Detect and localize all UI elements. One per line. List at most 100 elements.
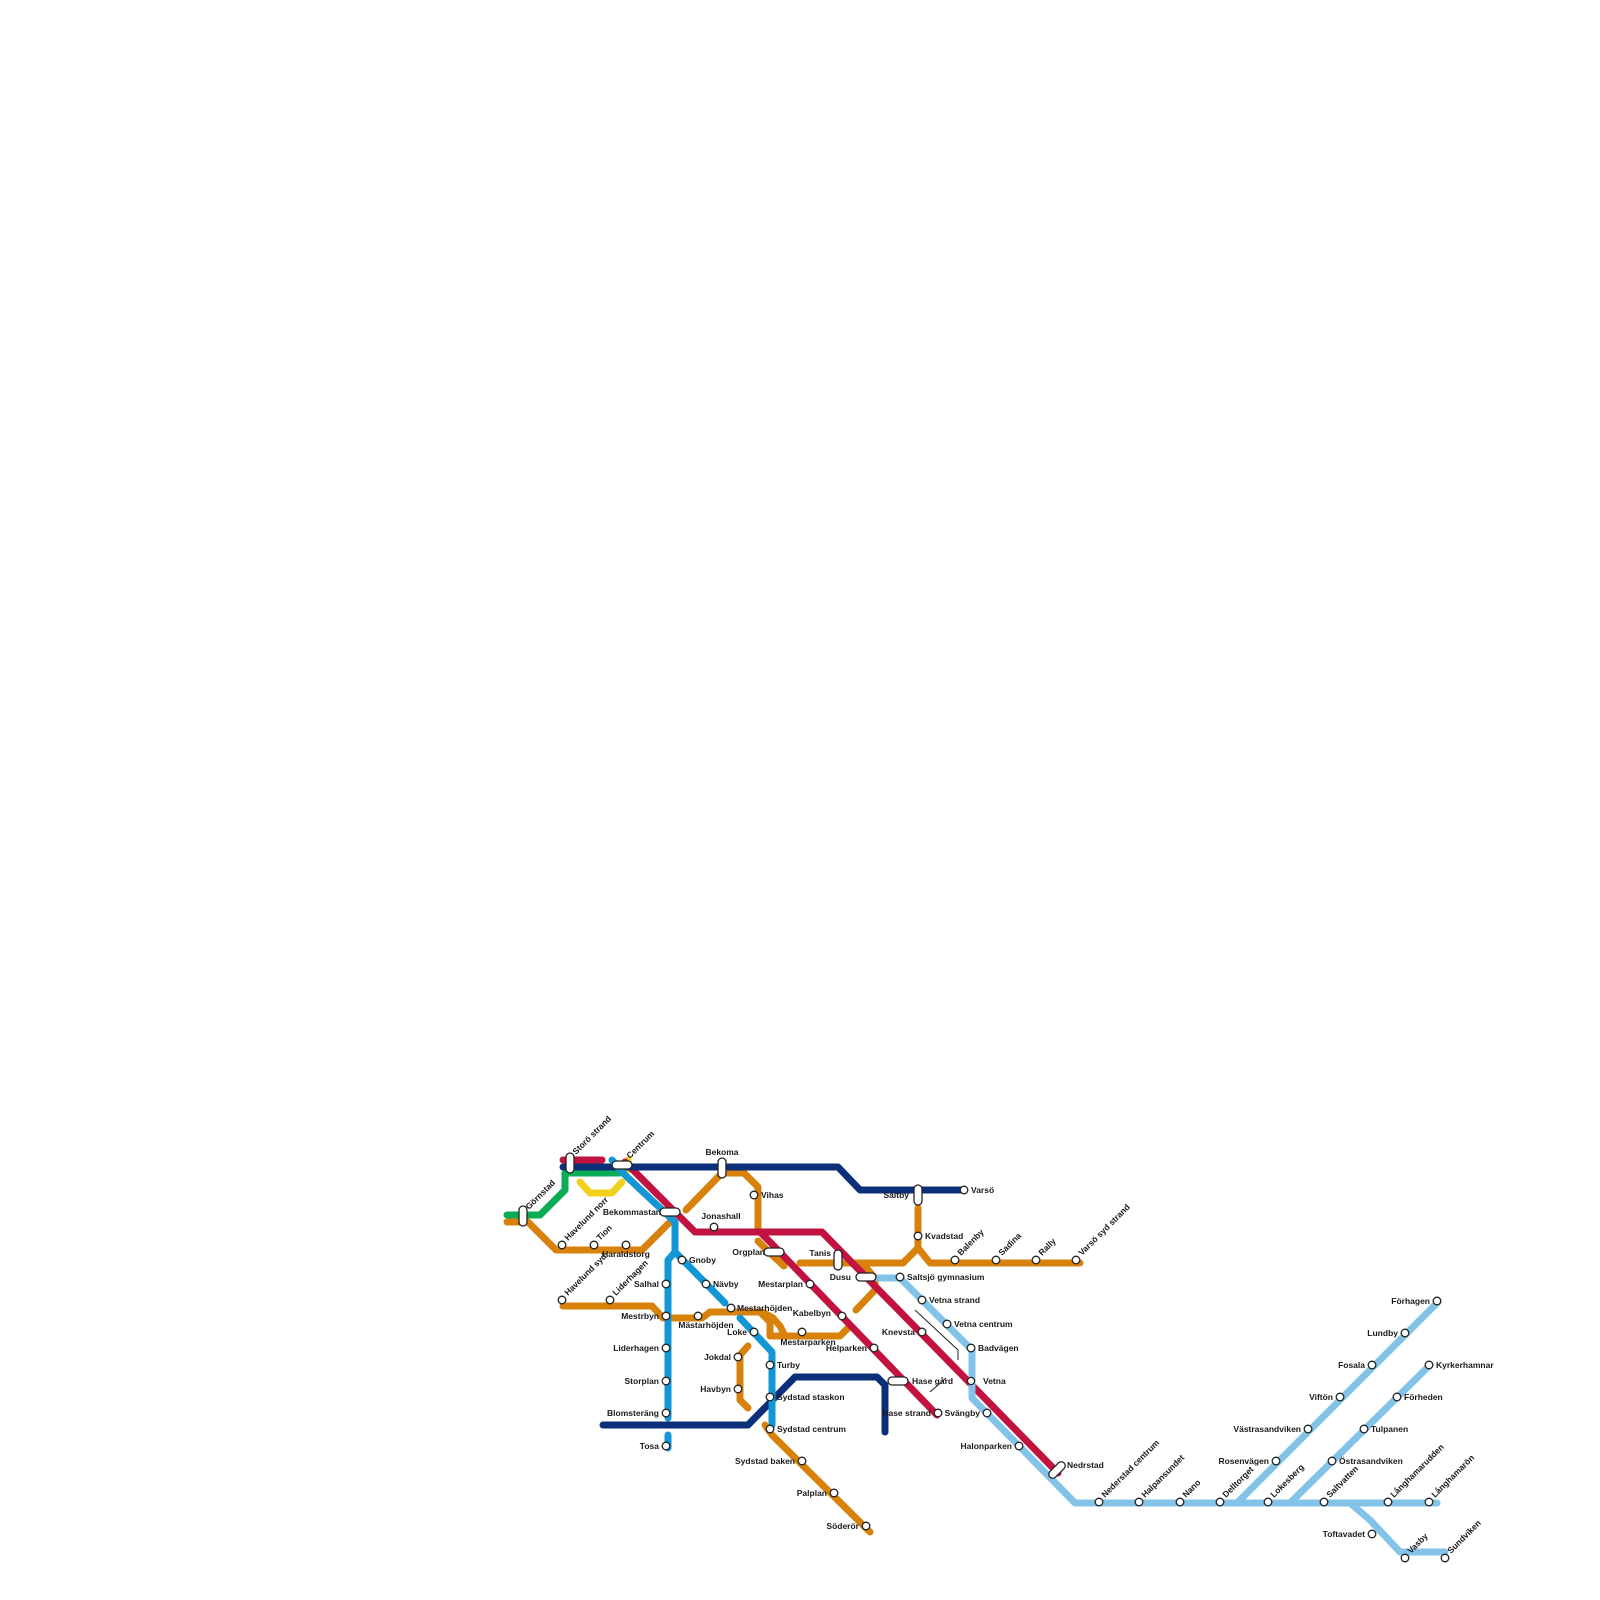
station-marker-vasby[interactable]: [1400, 1553, 1410, 1563]
station-marker-blomsteräng[interactable]: [661, 1408, 671, 1418]
station-marker-halpansundet[interactable]: [1134, 1497, 1144, 1507]
station-marker-storö-strand[interactable]: [565, 1152, 575, 1174]
station-marker-badvägen[interactable]: [966, 1343, 976, 1353]
station-marker-vetna[interactable]: [966, 1376, 976, 1386]
station-marker-saltsjö-gymnasium[interactable]: [895, 1272, 905, 1282]
station-marker-dusu[interactable]: [855, 1272, 877, 1282]
station-label-storö-strand: Storö strand: [570, 1114, 613, 1157]
station-label-salhal: Salhal: [634, 1279, 659, 1289]
station-marker-centrum[interactable]: [611, 1160, 633, 1170]
station-marker-balenby[interactable]: [950, 1255, 960, 1265]
station-label-blomsteräng: Blomsteräng: [607, 1408, 659, 1418]
station-marker-mestarparken[interactable]: [797, 1327, 807, 1337]
station-label-svängby: Svängby: [945, 1408, 981, 1418]
station-marker-tanis[interactable]: [833, 1249, 843, 1271]
station-marker-kvadstad[interactable]: [913, 1231, 923, 1241]
station-marker-toftavadet[interactable]: [1367, 1529, 1377, 1539]
station-label-vetna-centrum: Vetna centrum: [954, 1319, 1013, 1329]
station-marker-salhal[interactable]: [661, 1279, 671, 1289]
station-marker-haraldstorg[interactable]: [621, 1240, 631, 1250]
station-marker-saltvatten[interactable]: [1319, 1497, 1329, 1507]
station-marker-havelund-norr[interactable]: [557, 1240, 567, 1250]
station-label-saltsjö-gymnasium: Saltsjö gymnasium: [907, 1272, 985, 1282]
station-marker-mästarhöjden[interactable]: [693, 1311, 703, 1321]
station-marker-kabelbyn[interactable]: [837, 1311, 847, 1321]
station-marker-mestrbyn[interactable]: [661, 1311, 671, 1321]
station-label-nedrstad: Nedrstad: [1067, 1460, 1104, 1470]
station-marker-havbyn[interactable]: [733, 1384, 743, 1394]
station-marker-söderör[interactable]: [861, 1521, 871, 1531]
station-marker-sundviken[interactable]: [1440, 1553, 1450, 1563]
station-marker-delltorget[interactable]: [1215, 1497, 1225, 1507]
station-marker-loke[interactable]: [749, 1327, 759, 1337]
station-marker-fosala[interactable]: [1367, 1360, 1377, 1370]
station-marker-förhagen[interactable]: [1432, 1296, 1442, 1306]
station-marker-tion[interactable]: [589, 1240, 599, 1250]
station-marker-mestarhöjden[interactable]: [726, 1303, 736, 1313]
station-label-halonparken: Halonparken: [961, 1441, 1013, 1451]
station-marker-hase-gård[interactable]: [887, 1376, 909, 1386]
orange-line-liderhagen: [559, 1302, 852, 1340]
station-marker-palplan[interactable]: [829, 1488, 839, 1498]
station-marker-varsö-syd-strand[interactable]: [1071, 1255, 1081, 1265]
station-marker-knevsta[interactable]: [917, 1327, 927, 1337]
station-marker-hase-strand[interactable]: [933, 1408, 943, 1418]
station-marker-bekommastan[interactable]: [659, 1207, 681, 1217]
station-marker-tulpanen[interactable]: [1359, 1424, 1369, 1434]
station-marker-nävby[interactable]: [701, 1279, 711, 1289]
station-marker-havelund-syd[interactable]: [557, 1295, 567, 1305]
station-marker-svängby[interactable]: [982, 1408, 992, 1418]
station-marker-vihas[interactable]: [749, 1190, 759, 1200]
station-marker-lundby[interactable]: [1400, 1328, 1410, 1338]
station-marker-helparken[interactable]: [869, 1343, 879, 1353]
station-marker-sydstad-centrum[interactable]: [765, 1424, 775, 1434]
station-marker-lokesberg[interactable]: [1263, 1497, 1273, 1507]
station-marker-sydstad-baken[interactable]: [797, 1456, 807, 1466]
station-marker-liderhagen[interactable]: [605, 1295, 615, 1305]
navy-line-south: [599, 1373, 889, 1436]
station-marker-orgplan[interactable]: [763, 1247, 785, 1257]
station-marker-östrasandviken[interactable]: [1327, 1456, 1337, 1466]
station-marker-görnstad[interactable]: [518, 1205, 528, 1227]
station-label-sydstad-centrum: Sydstad centrum: [777, 1424, 846, 1434]
station-label-västrasandviken: Västrasandviken: [1233, 1424, 1301, 1434]
station-marker-bekoma[interactable]: [717, 1157, 727, 1179]
station-marker-kyrkerhamnar[interactable]: [1424, 1360, 1434, 1370]
station-label-palplan: Palplan: [797, 1488, 827, 1498]
station-label-rosenvägen: Rosenvägen: [1218, 1456, 1269, 1466]
station-label-östrasandviken: Östrasandviken: [1339, 1456, 1403, 1466]
station-marker-halonparken[interactable]: [1014, 1441, 1024, 1451]
station-marker-långhamarudden[interactable]: [1383, 1497, 1393, 1507]
station-marker-gnoby[interactable]: [677, 1255, 687, 1265]
station-marker-saltby[interactable]: [913, 1184, 923, 1206]
station-marker-vetna-strand[interactable]: [917, 1295, 927, 1305]
station-marker-viftön[interactable]: [1335, 1392, 1345, 1402]
station-label-jonashall: Jonashall: [701, 1211, 740, 1221]
station-marker-turby[interactable]: [765, 1360, 775, 1370]
station-marker-jokdal[interactable]: [733, 1352, 743, 1362]
station-label-jokdal: Jokdal: [704, 1352, 731, 1362]
station-marker-liderhagen[interactable]: [661, 1343, 671, 1353]
station-marker-nano[interactable]: [1175, 1497, 1185, 1507]
station-marker-förheden[interactable]: [1392, 1392, 1402, 1402]
station-marker-mestarplan[interactable]: [805, 1279, 815, 1289]
station-marker-storplan[interactable]: [661, 1376, 671, 1386]
station-label-varsö: Varsö: [971, 1185, 994, 1195]
station-marker-västrasandviken[interactable]: [1303, 1424, 1313, 1434]
station-marker-rally[interactable]: [1031, 1255, 1041, 1265]
transfer-connector: [914, 1309, 959, 1360]
station-marker-vetna-centrum[interactable]: [942, 1319, 952, 1329]
station-marker-rosenvägen[interactable]: [1271, 1456, 1281, 1466]
station-marker-nedrstad[interactable]: [1047, 1460, 1067, 1480]
station-marker-långhamarön[interactable]: [1424, 1497, 1434, 1507]
station-label-badvägen: Badvägen: [978, 1343, 1019, 1353]
station-label-mestarhöjden: Mestarhöjden: [737, 1303, 792, 1313]
station-marker-nederstad-centrum[interactable]: [1094, 1497, 1104, 1507]
station-label-orgplan: Orgplan: [732, 1247, 765, 1257]
station-marker-sydstad-staskon[interactable]: [765, 1392, 775, 1402]
station-marker-tosa[interactable]: [661, 1441, 671, 1451]
station-marker-sadina[interactable]: [991, 1255, 1001, 1265]
station-marker-varsö[interactable]: [959, 1185, 969, 1195]
station-marker-jonashall[interactable]: [709, 1222, 719, 1232]
